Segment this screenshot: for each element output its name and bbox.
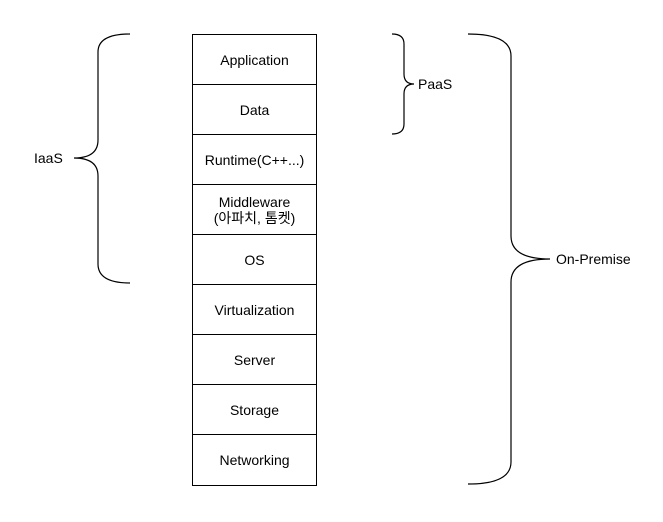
layer-virtualization: Virtualization <box>193 285 316 335</box>
layer-middleware: Middleware (아파치, 톰켓) <box>193 185 316 235</box>
layer-runtime: Runtime(C++...) <box>193 135 316 185</box>
layer-data: Data <box>193 85 316 135</box>
iaas-brace <box>73 33 131 284</box>
layer-application: Application <box>193 35 316 85</box>
paas-label: PaaS <box>418 76 453 92</box>
paas-brace <box>391 33 415 135</box>
layer-storage: Storage <box>193 385 316 435</box>
service-stack: Application Data Runtime(C++...) Middlew… <box>192 34 317 486</box>
layer-networking: Networking <box>219 452 290 468</box>
on-premise-brace <box>467 33 551 485</box>
layer-server: Server <box>193 335 316 385</box>
on-premise-label: On-Premise <box>556 251 631 267</box>
iaas-label: IaaS <box>34 150 63 166</box>
layer-os: OS <box>193 235 316 285</box>
